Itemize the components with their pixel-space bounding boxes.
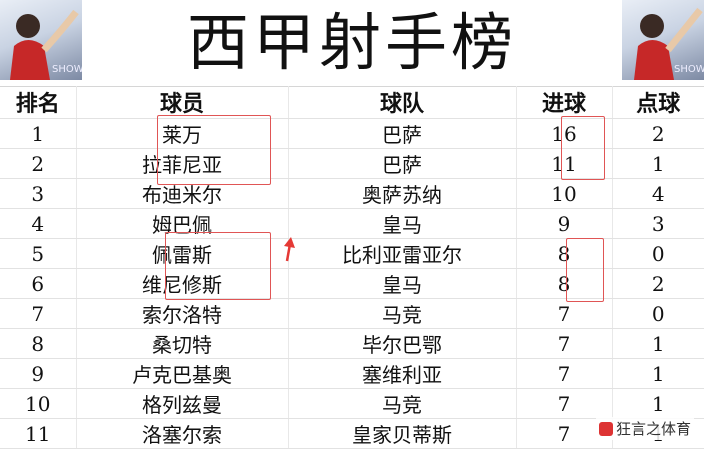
cell-player: 维尼修斯: [76, 268, 289, 299]
cell-goals: 7: [516, 328, 613, 359]
cell-rank: 5: [0, 238, 77, 269]
cell-penalties: 1: [612, 148, 704, 179]
column-header-team: 球队: [288, 86, 517, 119]
cell-team: 巴萨: [288, 148, 517, 179]
cell-team: 皇家贝蒂斯: [288, 418, 517, 449]
cell-player: 布迪米尔: [76, 178, 289, 209]
cell-goals: 7: [516, 298, 613, 329]
cell-goals: 7: [516, 388, 613, 419]
cell-penalties: 1: [612, 388, 704, 419]
cell-rank: 2: [0, 148, 77, 179]
cell-rank: 10: [0, 388, 77, 419]
cell-rank: 3: [0, 178, 77, 209]
cell-player: 姆巴佩: [76, 208, 289, 239]
column-header-player: 球员: [76, 86, 289, 119]
watermark-text: 狂言之体育: [615, 420, 691, 438]
cell-rank: 7: [0, 298, 77, 329]
cell-penalties: 3: [612, 208, 704, 239]
cell-penalties: 1: [612, 358, 704, 389]
cell-goals: 11: [516, 148, 613, 179]
cell-rank: 8: [0, 328, 77, 359]
thumbnail-caption: SHOW: [674, 64, 704, 75]
table-header-row: 排名 球员 球队 进球 点球: [0, 86, 704, 119]
cell-goals: 10: [516, 178, 613, 209]
cell-team: 巴萨: [288, 118, 517, 149]
cell-goals: 8: [516, 268, 613, 299]
player-thumbnail-left: SHOW: [0, 0, 82, 80]
cell-team: 奥萨苏纳: [288, 178, 517, 209]
player-thumbnail-right: SHOW: [622, 0, 704, 80]
cell-penalties: 2: [612, 118, 704, 149]
watermark-logo-icon: [598, 422, 613, 436]
cell-goals: 8: [516, 238, 613, 269]
cell-penalties: 4: [612, 178, 704, 209]
cell-penalties: 1: [612, 328, 704, 359]
cell-goals: 9: [516, 208, 613, 239]
cell-rank: 1: [0, 118, 77, 149]
cell-player: 莱万: [76, 118, 289, 149]
column-header-penalties: 点球: [612, 86, 704, 119]
cell-team: 马竞: [288, 298, 517, 329]
cell-team: 皇马: [288, 208, 517, 239]
thumbnail-caption: SHOW: [52, 64, 82, 75]
cell-player: 洛塞尔索: [76, 418, 289, 449]
cell-player: 拉菲尼亚: [76, 148, 289, 179]
cell-player: 格列兹曼: [76, 388, 289, 419]
cell-team: 皇马: [288, 268, 517, 299]
column-header-goals: 进球: [516, 86, 613, 119]
cell-penalties: 2: [612, 268, 704, 299]
cell-player: 卢克巴基奥: [76, 358, 289, 389]
page-title: 西甲射手榜: [186, 6, 517, 79]
cell-rank: 4: [0, 208, 77, 239]
cell-team: 塞维利亚: [288, 358, 517, 389]
cell-team: 比利亚雷亚尔: [288, 238, 517, 269]
cell-rank: 6: [0, 268, 77, 299]
title-row: SHOW 西甲射手榜 SHOW: [0, 0, 704, 87]
cell-player: 佩雷斯: [76, 238, 289, 269]
cell-player: 桑切特: [76, 328, 289, 359]
cell-goals: 16: [516, 118, 613, 149]
cell-rank: 11: [0, 418, 77, 449]
cell-player: 索尔洛特: [76, 298, 289, 329]
up-arrow-icon: [284, 237, 295, 262]
cell-penalties: 0: [612, 238, 704, 269]
cell-team: 毕尔巴鄂: [288, 328, 517, 359]
watermark: 狂言之体育: [595, 417, 694, 440]
cell-penalties: 0: [612, 298, 704, 329]
cell-goals: 7: [516, 358, 613, 389]
column-header-rank: 排名: [0, 86, 77, 119]
cell-rank: 9: [0, 358, 77, 389]
cell-team: 马竞: [288, 388, 517, 419]
